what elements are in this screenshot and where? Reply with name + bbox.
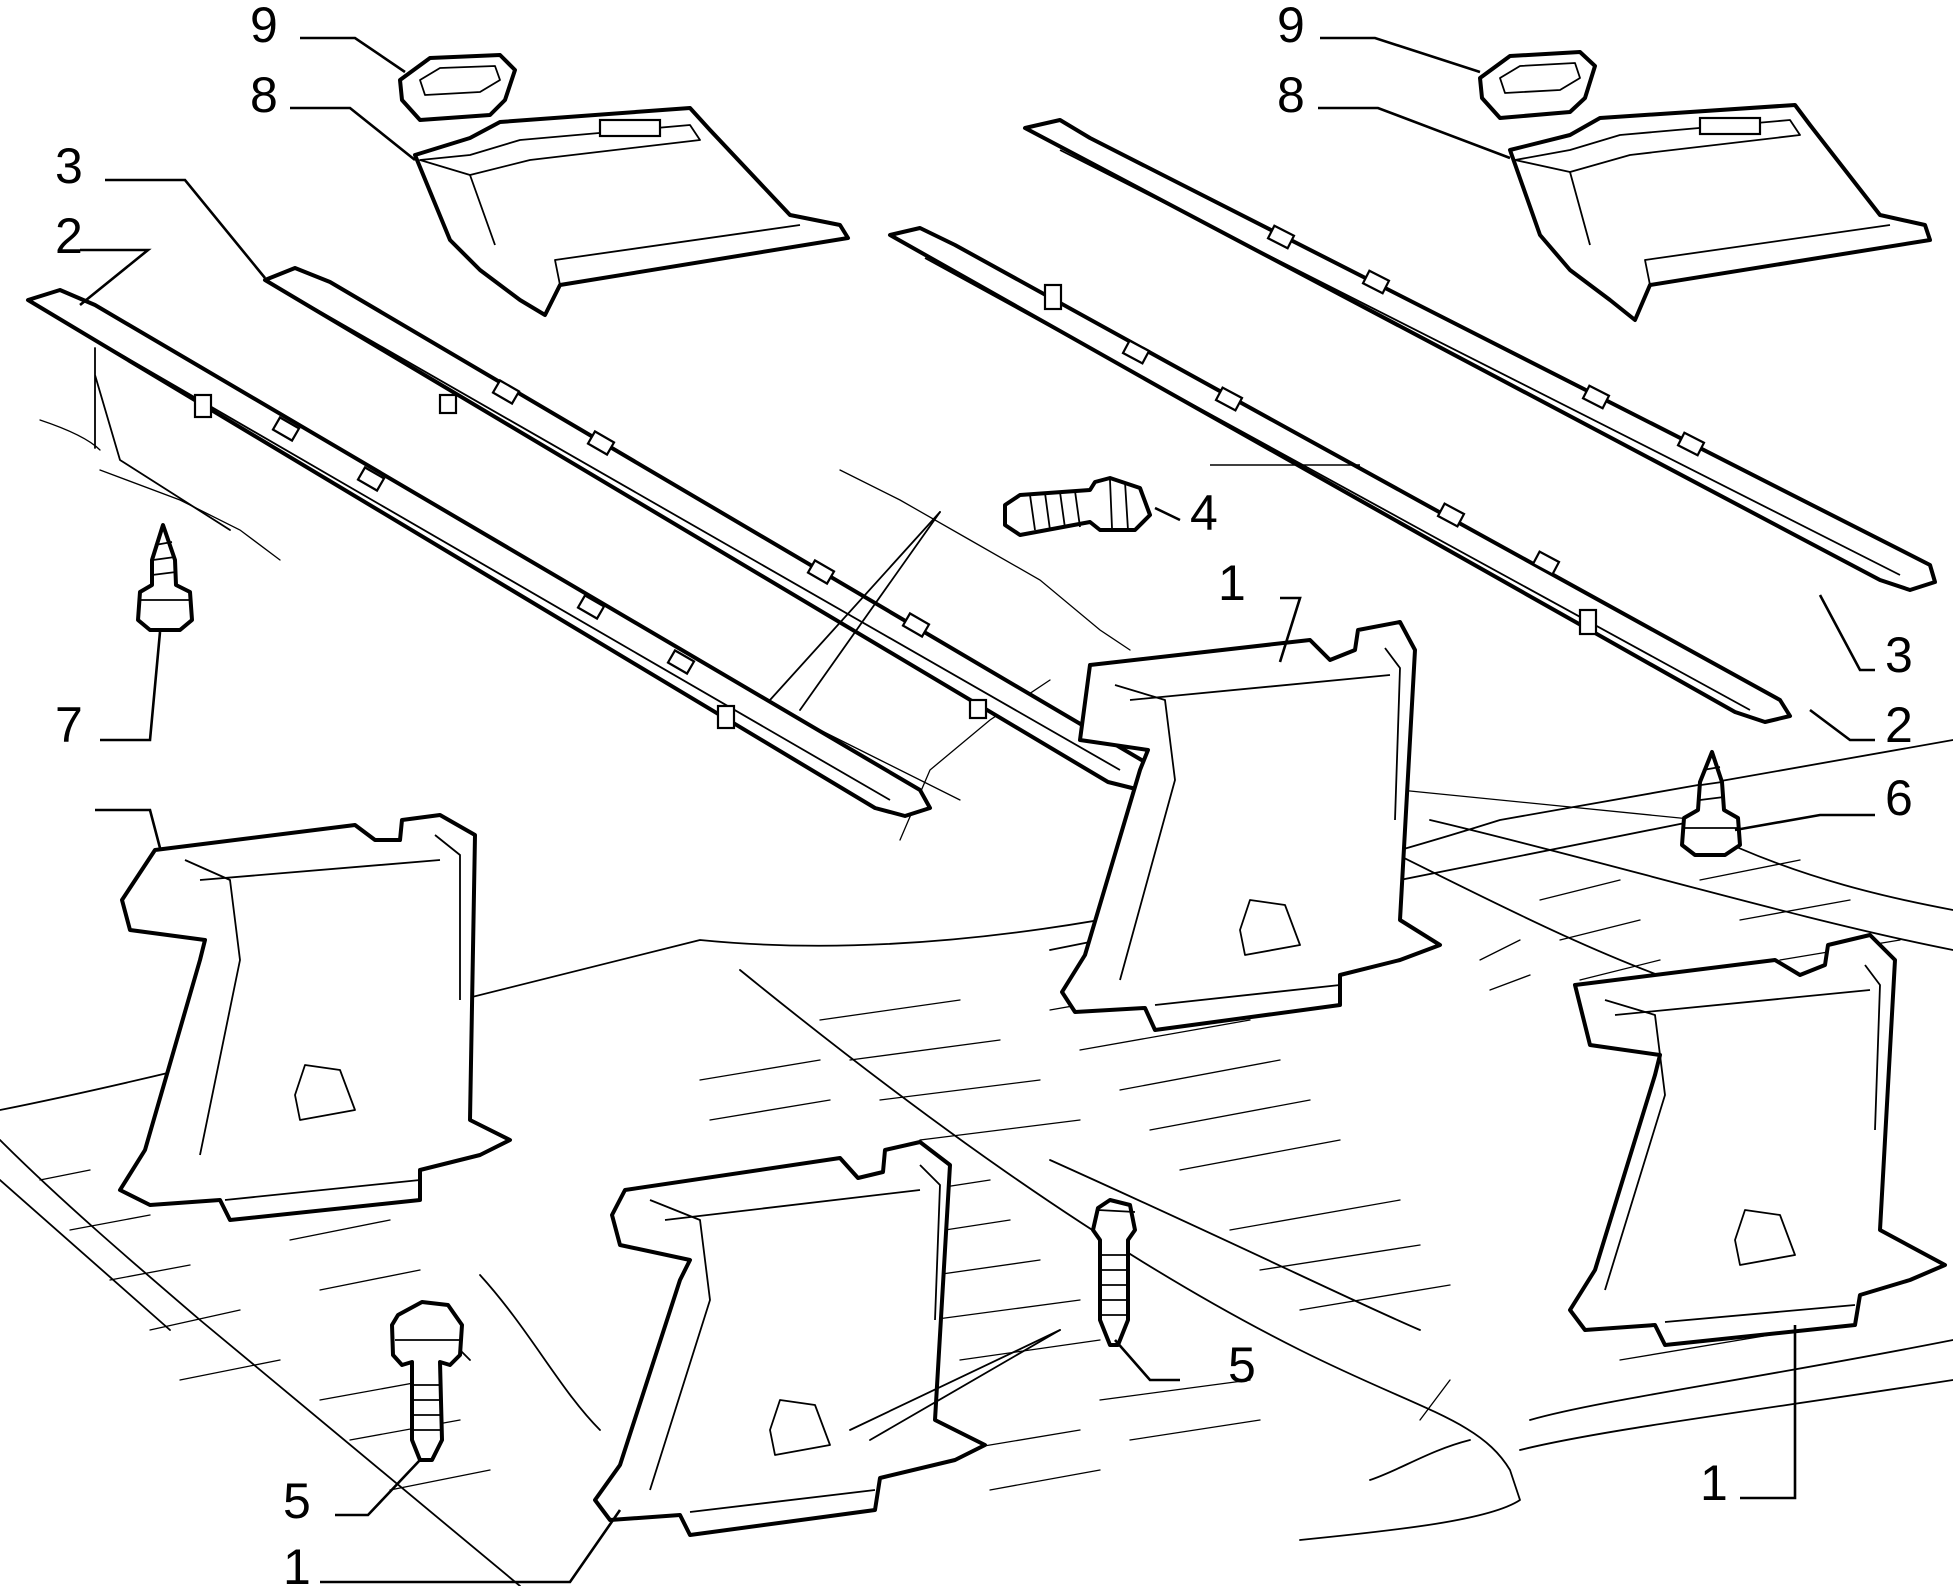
trim-rail-2-right <box>888 226 1792 724</box>
callout-numbers: 9 8 3 2 9 8 4 1 3 2 6 7 1 5 5 1 <box>55 0 1913 1586</box>
callout-1-top-right: 1 <box>1218 555 1246 611</box>
pillar-trim-1-bottom-right <box>1568 933 1947 1347</box>
rail-clips <box>438 378 988 720</box>
callout-9-left: 9 <box>250 0 278 53</box>
callout-3-left: 3 <box>55 138 83 194</box>
leader-lines <box>79 36 1875 1584</box>
pillar-trim-1-left <box>118 813 512 1222</box>
upper-trim-panel-8-left <box>413 106 850 317</box>
callout-6: 6 <box>1885 770 1913 826</box>
rail-clips <box>193 393 736 730</box>
callout-9-right: 9 <box>1277 0 1305 53</box>
pillar-trim-1-bottom-center <box>593 1140 987 1537</box>
callout-5-left: 5 <box>283 1473 311 1529</box>
callout-4: 4 <box>1190 485 1218 541</box>
bolt-4 <box>1003 476 1152 537</box>
screw-7 <box>136 523 194 632</box>
callout-8-right: 8 <box>1277 67 1305 123</box>
callout-1-bottom-right: 1 <box>1700 1455 1728 1511</box>
trim-rail-2-left <box>26 288 932 818</box>
cap-9-right <box>1478 50 1597 120</box>
cap-9-left <box>398 53 517 122</box>
callout-7: 7 <box>55 697 83 753</box>
callout-2-left: 2 <box>55 208 83 264</box>
upper-trim-panel-8-right <box>1508 103 1932 322</box>
rail-clips <box>1266 224 1706 457</box>
screw-5-center <box>1091 1198 1137 1347</box>
screw-6 <box>1680 750 1742 857</box>
pillar-trim-1-top-right <box>1060 620 1442 1032</box>
callout-3-right: 3 <box>1885 627 1913 683</box>
rail-clips <box>1043 283 1598 636</box>
callout-5-center: 5 <box>1228 1337 1256 1393</box>
callout-8-left: 8 <box>250 67 278 123</box>
callout-1-bottom-center: 1 <box>283 1539 311 1586</box>
bolt-5-left <box>390 1300 464 1462</box>
callout-2-right: 2 <box>1885 697 1913 753</box>
trim-rail-3-right <box>1023 118 1937 592</box>
